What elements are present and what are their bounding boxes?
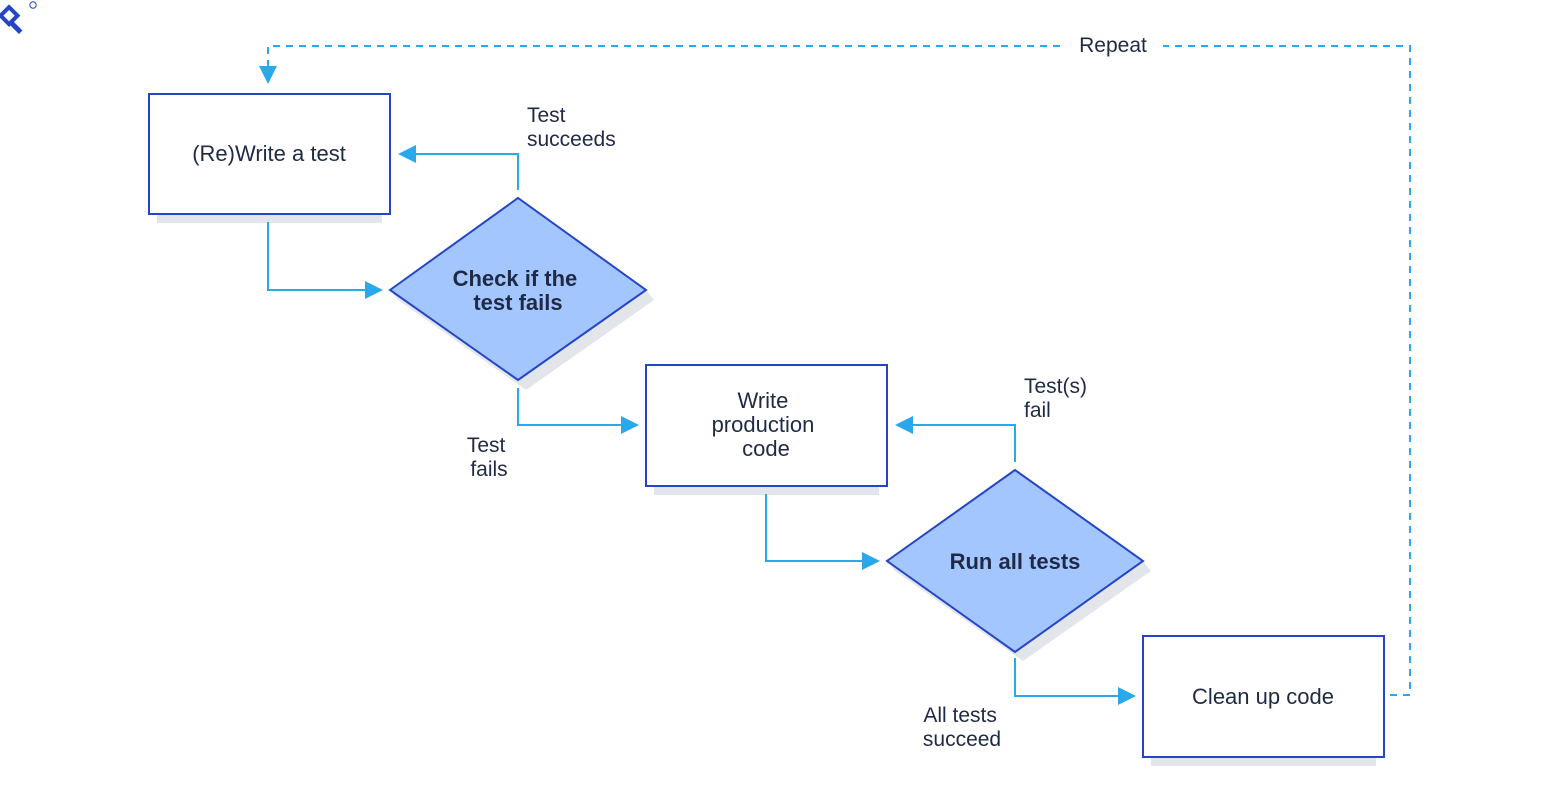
connector-write-to-run xyxy=(765,494,863,562)
arrowhead-into-check xyxy=(365,281,383,299)
node-run-tests: Run all tests xyxy=(885,468,1145,654)
node-rewrite-test: (Re)Write a test xyxy=(148,93,391,215)
edge-label-repeat-text: Repeat xyxy=(1079,34,1147,57)
connectors xyxy=(267,45,1411,697)
node-run-tests-label: Run all tests xyxy=(950,549,1081,574)
node-clean-up-label: Clean up code xyxy=(1192,684,1334,709)
arrowhead-into-clean xyxy=(1118,687,1136,705)
connector-check-to-write xyxy=(517,388,622,426)
node-write-code-label: Write production code xyxy=(712,388,821,461)
connector-rewrite-to-check xyxy=(267,222,366,291)
toptal-logo-icon xyxy=(0,1,37,35)
arrowhead-repeat xyxy=(259,66,277,84)
node-write-code: Write production code xyxy=(645,364,888,487)
arrowhead-into-rewrite xyxy=(398,145,416,163)
connector-repeat-loop xyxy=(267,45,1411,696)
edge-label-test-fails: Test fails xyxy=(467,434,511,481)
node-rewrite-test-label: (Re)Write a test xyxy=(192,141,346,166)
arrowhead-into-write-left xyxy=(621,416,639,434)
edge-label-test-succeeds: Test succeeds xyxy=(527,104,616,151)
node-check-fails-label: Check if the test fails xyxy=(453,266,584,315)
edge-label-tests-fail: Test(s) fail xyxy=(1024,375,1093,422)
shadows xyxy=(157,214,1376,766)
node-clean-up: Clean up code xyxy=(1142,635,1385,758)
connector-run-to-write xyxy=(912,424,1016,462)
connector-run-to-clean xyxy=(1014,658,1119,697)
connector-check-to-rewrite xyxy=(414,153,519,190)
arrowhead-into-run xyxy=(862,552,880,570)
arrowhead-into-write-right xyxy=(895,416,913,434)
arrowheads xyxy=(259,66,1136,705)
edge-label-repeat: Repeat xyxy=(1066,32,1160,60)
edge-label-all-succeed: All tests succeed xyxy=(923,704,1003,751)
node-check-fails: Check if the test fails xyxy=(388,196,648,382)
